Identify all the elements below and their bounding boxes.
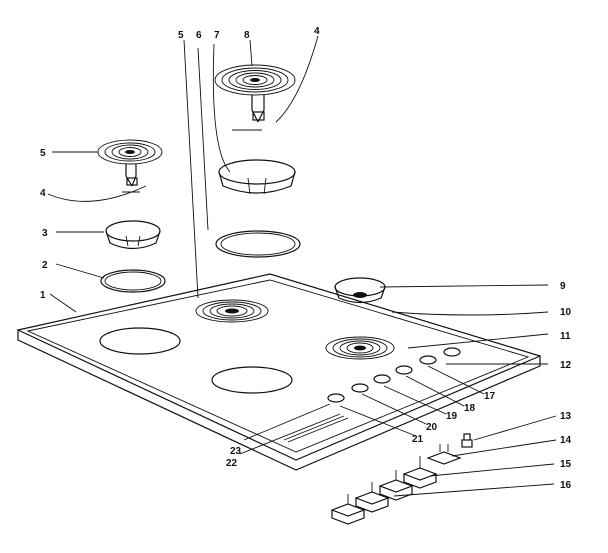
control-knob — [395, 365, 413, 375]
callout-14: 14 — [560, 435, 572, 446]
callout-labels: 1 2 3 4 5 5 6 7 8 4 9 10 11 12 17 18 19 … — [40, 26, 572, 491]
callout-21: 21 — [412, 434, 424, 445]
callout-4-left: 4 — [40, 188, 46, 199]
callout-19: 19 — [446, 411, 458, 422]
callout-4-top: 4 — [314, 26, 320, 37]
burner-opening-front-right — [211, 366, 293, 394]
callout-10: 10 — [560, 307, 572, 318]
leader-lines — [47, 35, 557, 497]
control-trim-strip — [283, 415, 345, 441]
callout-22: 22 — [226, 458, 238, 469]
callout-5-left: 5 — [40, 148, 46, 159]
trim-ring-small — [100, 269, 166, 293]
control-knob — [327, 393, 345, 403]
control-switch-bracket — [426, 444, 462, 465]
surface-element-small — [97, 139, 163, 193]
callout-23: 23 — [230, 446, 242, 457]
callout-1: 1 — [40, 290, 46, 301]
callout-7: 7 — [214, 30, 220, 41]
callout-2: 2 — [42, 260, 48, 271]
callout-3: 3 — [42, 228, 48, 239]
surface-element-large — [214, 64, 296, 131]
control-knob — [351, 383, 369, 393]
callout-8: 8 — [244, 30, 250, 41]
callout-13: 13 — [560, 411, 572, 422]
callout-16: 16 — [560, 480, 572, 491]
infinite-switch-row — [330, 470, 414, 525]
trim-ring-large — [215, 230, 301, 258]
burner-opening-front-left — [99, 327, 181, 355]
callout-12: 12 — [560, 360, 572, 371]
burner-element-on-top-rear — [195, 299, 269, 323]
control-knob — [443, 347, 461, 357]
drip-pan-small — [105, 220, 161, 250]
callout-17: 17 — [484, 391, 496, 402]
control-knob — [419, 355, 437, 365]
callout-9: 9 — [560, 281, 566, 292]
drip-pan-large — [218, 159, 296, 195]
callout-15: 15 — [560, 459, 572, 470]
callout-20: 20 — [426, 422, 438, 433]
control-knob — [373, 374, 391, 384]
cooktop-main-top — [16, 273, 542, 471]
callout-6: 6 — [196, 30, 202, 41]
control-switch-body — [402, 456, 438, 489]
callout-5-top: 5 — [178, 30, 184, 41]
callout-11: 11 — [560, 331, 571, 342]
burner-element-on-top-right — [325, 336, 395, 360]
callout-18: 18 — [464, 403, 476, 414]
knob-row — [327, 347, 461, 403]
drip-pan-right — [334, 277, 386, 304]
control-switch-nut — [461, 433, 473, 448]
